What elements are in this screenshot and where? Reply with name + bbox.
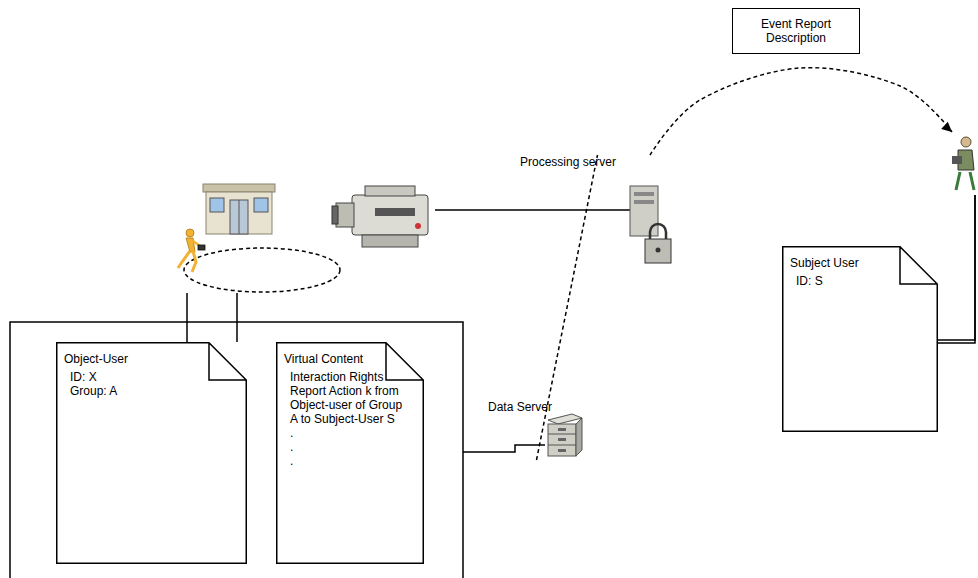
wire (463, 445, 545, 452)
document-box: Object-UserID: XGroup: A (56, 342, 247, 564)
wire (186, 293, 188, 342)
node-title: Subject User (790, 256, 930, 270)
node-text: Interaction Rights Report Action k from … (290, 370, 410, 426)
document-box: Subject UserID: S (782, 246, 938, 432)
node-text: ID: X (70, 370, 190, 384)
document-outline (782, 246, 938, 432)
subject-person-icon (952, 137, 974, 190)
server-node: Processing server (520, 155, 675, 267)
node-text: ID: S (796, 274, 916, 288)
cabinet-icon (548, 414, 582, 456)
document-box: Virtual ContentInteraction Rights Report… (276, 342, 424, 564)
connector-line (650, 68, 952, 155)
arrowhead (941, 122, 952, 132)
document-outline (57, 343, 247, 564)
node-title: Data Server (488, 400, 585, 414)
document-outline (783, 247, 938, 432)
node-title: Object-User (64, 352, 239, 366)
node-text: . (290, 426, 410, 440)
server-icon (630, 186, 671, 263)
zone-ellipse (184, 248, 340, 292)
wire (938, 195, 975, 340)
connector-line (938, 195, 975, 343)
document-outline (277, 343, 424, 564)
description-box: Event Report Description (732, 8, 860, 54)
container-frame (10, 322, 463, 578)
server-node: Data Server (488, 400, 585, 460)
camera-icon (332, 186, 428, 247)
wire (435, 209, 630, 211)
node-text: Group: A (70, 384, 190, 398)
node-text: . (290, 454, 410, 468)
store-icon (203, 184, 275, 234)
node-title: Event Report Description (741, 17, 851, 45)
connector-line (537, 155, 598, 460)
person-icon (178, 229, 205, 272)
node-title: Processing server (520, 155, 675, 169)
connector (537, 155, 598, 460)
node-title: Virtual Content (284, 352, 416, 366)
node-text: . (290, 440, 410, 454)
wire (236, 293, 238, 342)
